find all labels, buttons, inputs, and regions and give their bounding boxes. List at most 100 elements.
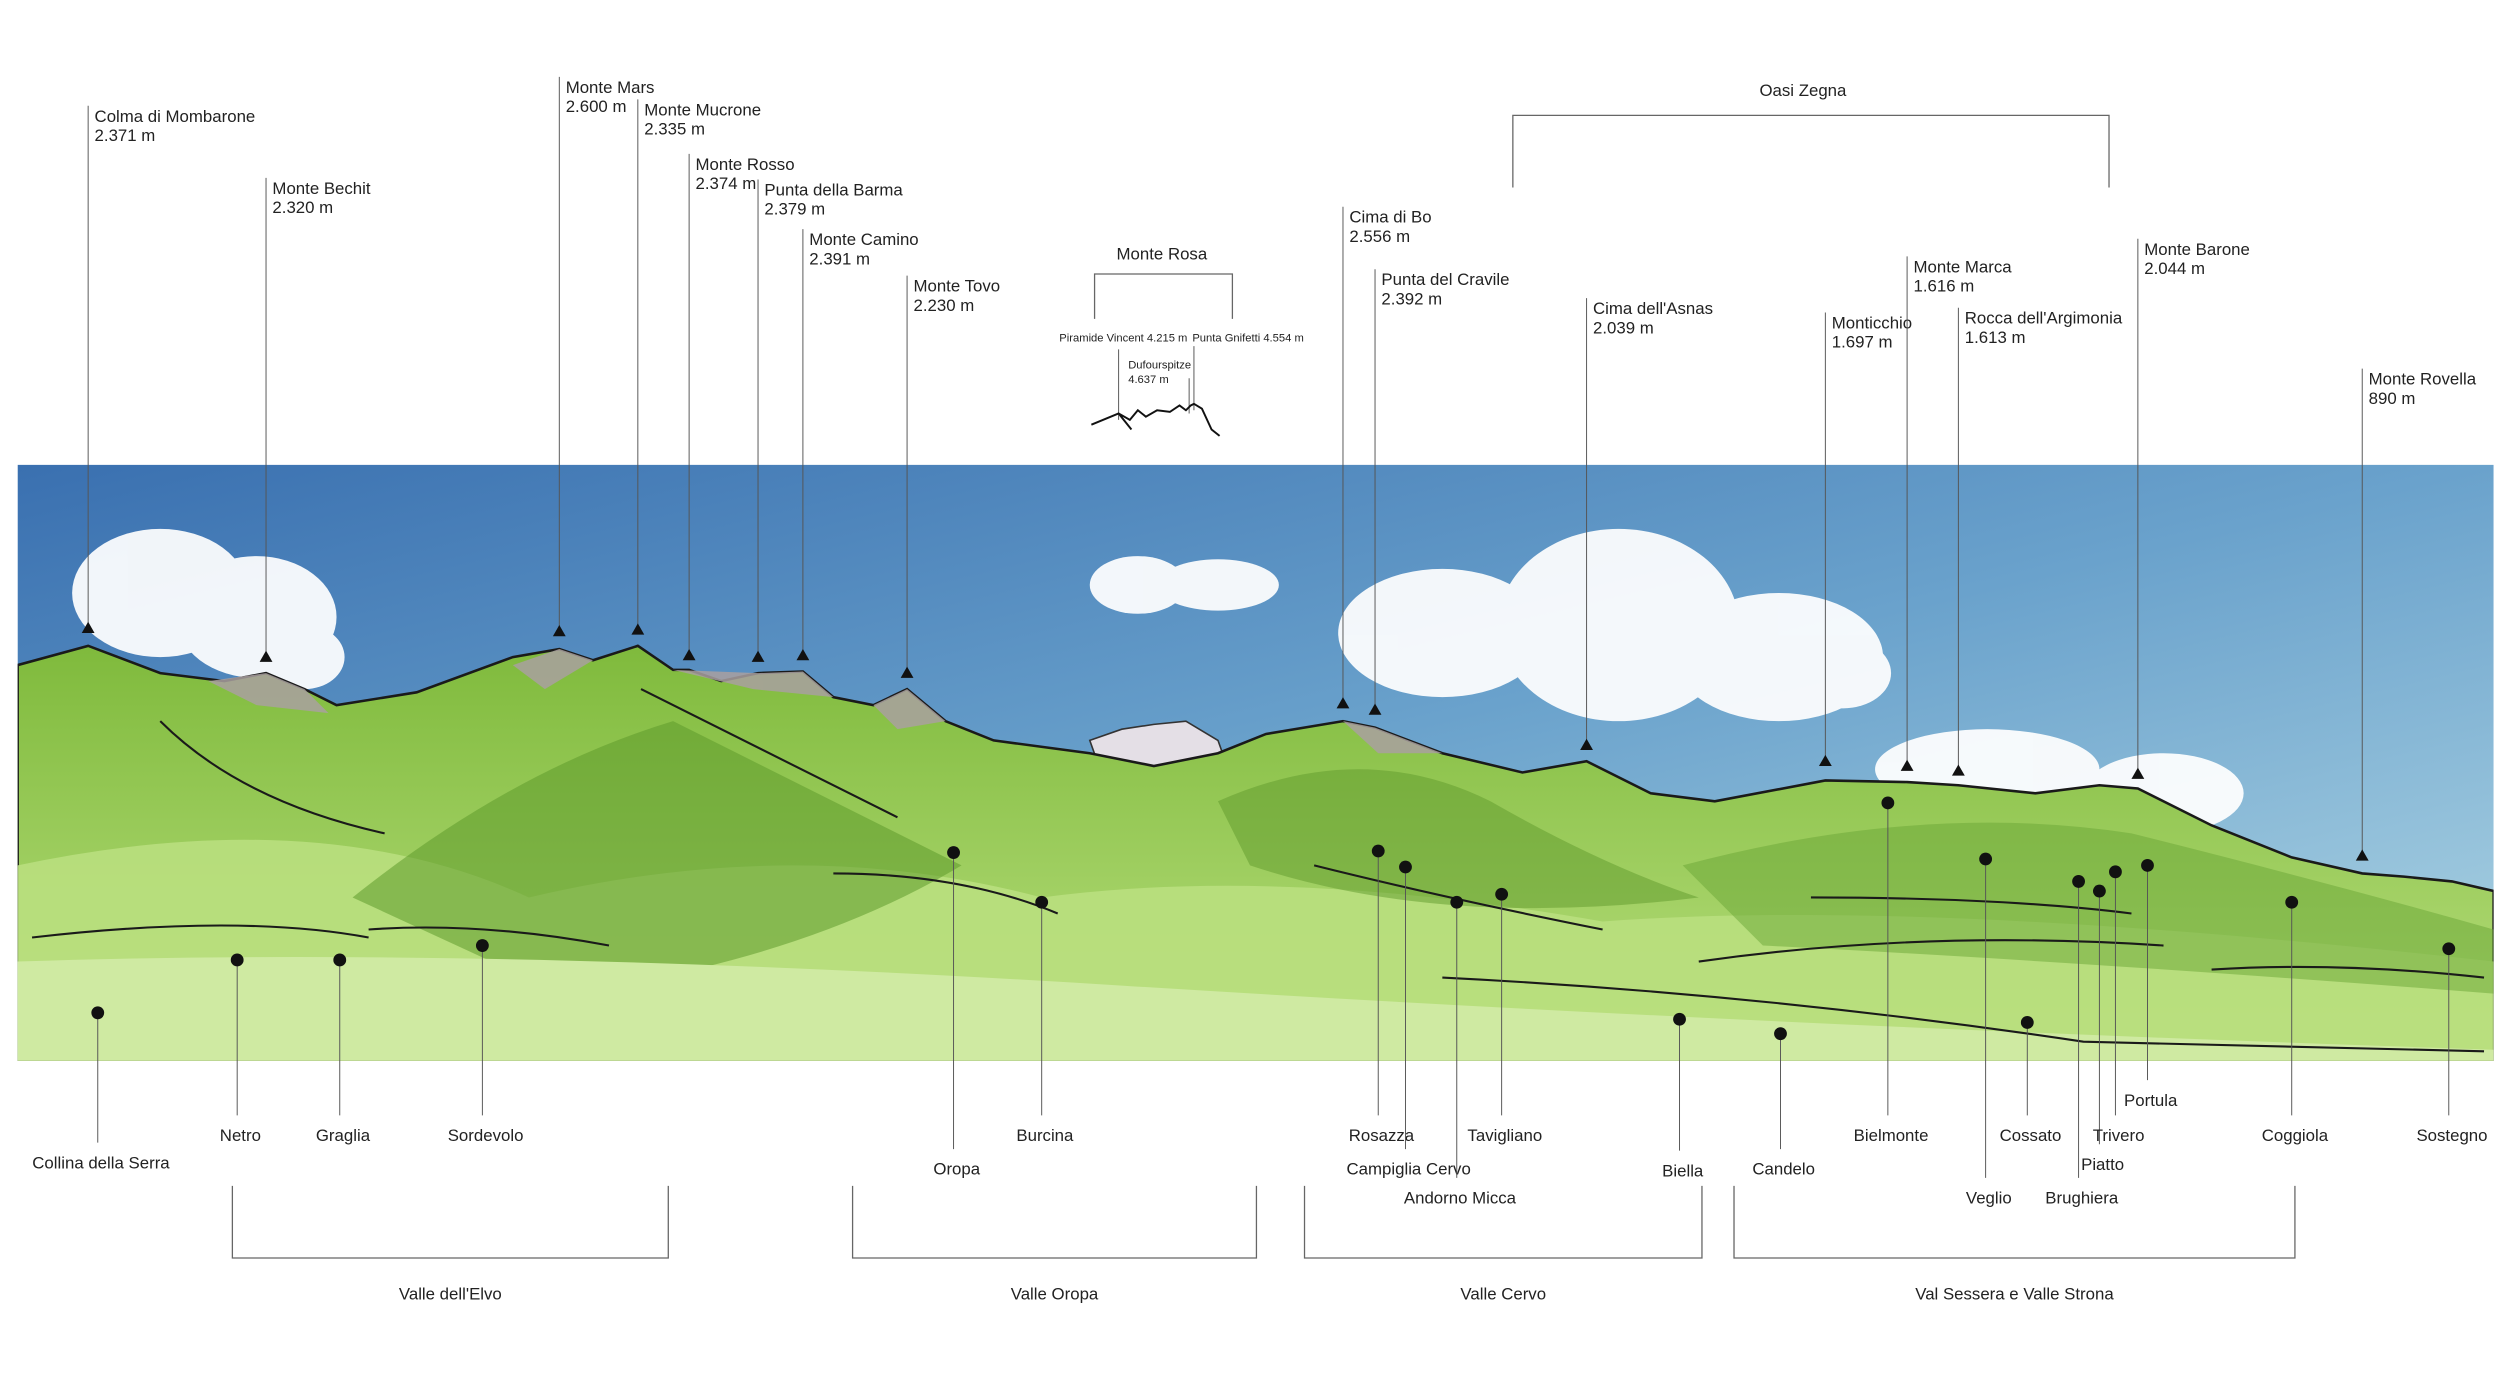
peak-elevation: 890 m xyxy=(2369,389,2416,408)
town-dot-icon xyxy=(2020,1016,2034,1029)
town-dot-icon xyxy=(475,939,489,952)
town-name: Netro xyxy=(220,1126,261,1145)
peak-triangle-icon xyxy=(81,621,95,634)
peak-triangle-icon xyxy=(1336,697,1350,709)
valley-bracket xyxy=(231,1185,669,1259)
peak-elevation: 2.374 m xyxy=(696,174,757,193)
town-dot-icon xyxy=(1673,1012,1686,1026)
peak-elevation: 2.039 m xyxy=(1593,318,1654,337)
town-marker: Candelo xyxy=(1752,1027,1815,1179)
oasi-zegna-group: Oasi Zegna xyxy=(1512,81,2110,188)
peak-elevation: 2.391 m xyxy=(809,249,870,268)
valley-name: Val Sessera e Valle Strona xyxy=(1915,1285,2114,1304)
peak-name: Monte Rosso xyxy=(696,155,795,174)
peak-elevation: 1.613 m xyxy=(1965,328,2026,347)
town-marker: Oropa xyxy=(933,846,981,1179)
clouds xyxy=(72,528,2244,834)
dufourspitze-elevation: 4.637 m xyxy=(1128,374,1168,386)
rock-patches xyxy=(208,649,1443,754)
hill-layers xyxy=(17,688,2494,1061)
town-name: Candelo xyxy=(1752,1160,1815,1179)
peak-marker: Cima di Bo2.556 m xyxy=(1336,206,1432,709)
town-name: Piatto xyxy=(2081,1155,2124,1174)
town-marker: Piatto xyxy=(2081,884,2124,1174)
valley-name: Valle dell'Elvo xyxy=(399,1285,502,1304)
peak-triangle-icon xyxy=(631,623,645,635)
mountain-illustration xyxy=(17,464,2494,1061)
valley-bracket xyxy=(1733,1185,2296,1259)
peak-elevation: 2.335 m xyxy=(644,120,705,139)
peak-triangle-icon xyxy=(2355,849,2369,861)
peak-triangle-icon xyxy=(1818,754,1832,767)
monte-rosa-inset: Monte Rosa Piramide Vincent 4.215 m Punt… xyxy=(1059,245,1304,437)
town-dot-icon xyxy=(230,953,244,967)
peak-name: Rocca dell'Argimonia xyxy=(1965,309,2123,328)
town-dot-icon xyxy=(2092,884,2106,898)
town-name: Bielmonte xyxy=(1854,1126,1929,1145)
valley-group: Valle dell'Elvo xyxy=(231,1185,669,1304)
town-name: Collina della Serra xyxy=(32,1153,170,1172)
town-name: Cossato xyxy=(2000,1126,2062,1145)
valley-group: Valle Oropa xyxy=(851,1185,1258,1304)
town-name: Coggiola xyxy=(2262,1126,2329,1145)
peak-name: Monte Barone xyxy=(2144,240,2250,259)
town-dot-icon xyxy=(2285,895,2299,909)
peak-name: Monte Mucrone xyxy=(644,100,761,119)
town-name: Oropa xyxy=(933,1160,980,1179)
peak-name: Punta del Cravile xyxy=(1381,270,1509,289)
peak-name: Cima dell'Asnas xyxy=(1593,299,1713,318)
peak-elevation: 2.600 m xyxy=(566,97,627,116)
town-marker: Rosazza xyxy=(1349,844,1415,1145)
peak-triangle-icon xyxy=(900,666,914,678)
peak-name: Monte Mars xyxy=(566,78,655,97)
town-dot-icon xyxy=(1495,887,1509,901)
valley-bracket xyxy=(1303,1185,1703,1259)
town-marker: Bielmonte xyxy=(1854,796,1929,1145)
peak-name: Monte Bechit xyxy=(272,179,370,198)
town-dot-icon xyxy=(1450,895,1464,909)
town-marker: Trivero xyxy=(2093,865,2145,1145)
valley-name: Valle Oropa xyxy=(1011,1285,1099,1304)
town-dot-icon xyxy=(1399,860,1412,874)
monte-rosa-bracket xyxy=(1093,273,1234,319)
town-name: Tavigliano xyxy=(1467,1126,1542,1145)
valley-group: Valle Cervo xyxy=(1303,1185,1703,1304)
town-marker: Campiglia Cervo xyxy=(1347,860,1471,1179)
peak-name: Monte Tovo xyxy=(913,277,1000,296)
oasi-zegna-bracket xyxy=(1512,114,2110,188)
town-marker: Graglia xyxy=(316,953,371,1145)
town-name: Campiglia Cervo xyxy=(1347,1160,1471,1179)
peak-triangle-icon xyxy=(2131,767,2145,779)
town-marker: Veglio xyxy=(1966,852,2012,1208)
town-marker: Collina della Serra xyxy=(32,1006,170,1172)
town-marker: Burcina xyxy=(1016,895,1074,1145)
town-dot-icon xyxy=(2072,875,2085,888)
dufourspitze-label: Dufourspitze xyxy=(1128,360,1191,372)
town-name: Sordevolo xyxy=(448,1126,524,1145)
peak-elevation: 2.044 m xyxy=(2144,259,2205,278)
town-name: Trivero xyxy=(2093,1126,2145,1145)
town-marker: Andorno Micca xyxy=(1404,895,1517,1208)
peak-triangle-icon xyxy=(1368,703,1382,715)
town-dot-icon xyxy=(2141,858,2154,872)
peak-triangle-icon xyxy=(751,650,765,662)
town-marker: Coggiola xyxy=(2262,895,2329,1145)
town-name: Biella xyxy=(1662,1161,1704,1180)
peak-elevation: 2.556 m xyxy=(1349,227,1410,246)
town-marker: Portula xyxy=(2124,858,2178,1110)
town-marker: Biella xyxy=(1662,1012,1704,1180)
peak-elevation: 2.320 m xyxy=(272,198,333,217)
peak-name: Colma di Mombarone xyxy=(95,107,256,126)
peak-triangle-icon xyxy=(1900,759,1914,771)
town-marker: Cossato xyxy=(2000,1016,2062,1145)
town-name: Andorno Micca xyxy=(1404,1189,1517,1208)
peak-triangle-icon xyxy=(552,625,566,637)
peak-name: Cima di Bo xyxy=(1349,208,1431,227)
piramide-vincent-label: Piramide Vincent 4.215 m xyxy=(1059,332,1187,344)
